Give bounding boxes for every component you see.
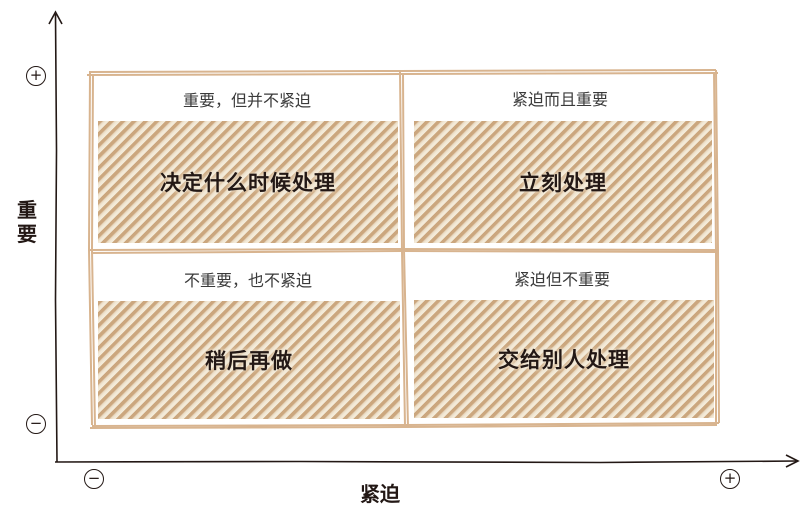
quadrant-label: 决定什么时候处理: [160, 171, 336, 195]
quadrant-label: 稍后再做: [205, 349, 293, 373]
y-axis-arrow-icon: [48, 10, 63, 25]
x-axis-plus-icon: +: [720, 469, 740, 489]
quadrant-panel: 稍后再做: [98, 301, 400, 419]
quadrant-subtitle: 不重要，也不紧迫: [183, 271, 312, 290]
y-axis-label: 重要: [17, 198, 37, 246]
quadrant-label: 交给别人处理: [498, 348, 630, 372]
quadrant-label: 立刻处理: [519, 171, 607, 195]
x-axis-label: 紧迫: [360, 482, 400, 506]
x-axis-arrow-icon: [785, 454, 800, 468]
quadrant-panel: 立刻处理: [414, 121, 712, 243]
y-axis-minus-icon: −: [26, 414, 46, 434]
x-axis-line: [54, 460, 798, 464]
quadrant-top-left: 重要，但并不紧迫 决定什么时候处理: [93, 75, 401, 250]
quadrant-subtitle: 重要，但并不紧迫: [182, 91, 311, 110]
quadrant-grid-lines: [86, 69, 720, 429]
y-axis-plus-icon: +: [26, 66, 46, 86]
y-axis-line: [54, 13, 58, 463]
quadrant-subtitle: 紧迫而且重要: [511, 90, 608, 109]
quadrant-bottom-left: 不重要，也不紧迫 稍后再做: [93, 253, 403, 425]
quadrant-subtitle: 紧迫但不重要: [513, 270, 610, 289]
quadrant-top-right: 紧迫而且重要 立刻处理: [404, 74, 716, 250]
x-axis-minus-icon: −: [84, 469, 104, 489]
quadrant-panel: 决定什么时候处理: [98, 121, 398, 243]
quadrant-panel: 交给别人处理: [414, 300, 714, 418]
quadrant-bottom-right: 紧迫但不重要 交给别人处理: [406, 252, 718, 425]
